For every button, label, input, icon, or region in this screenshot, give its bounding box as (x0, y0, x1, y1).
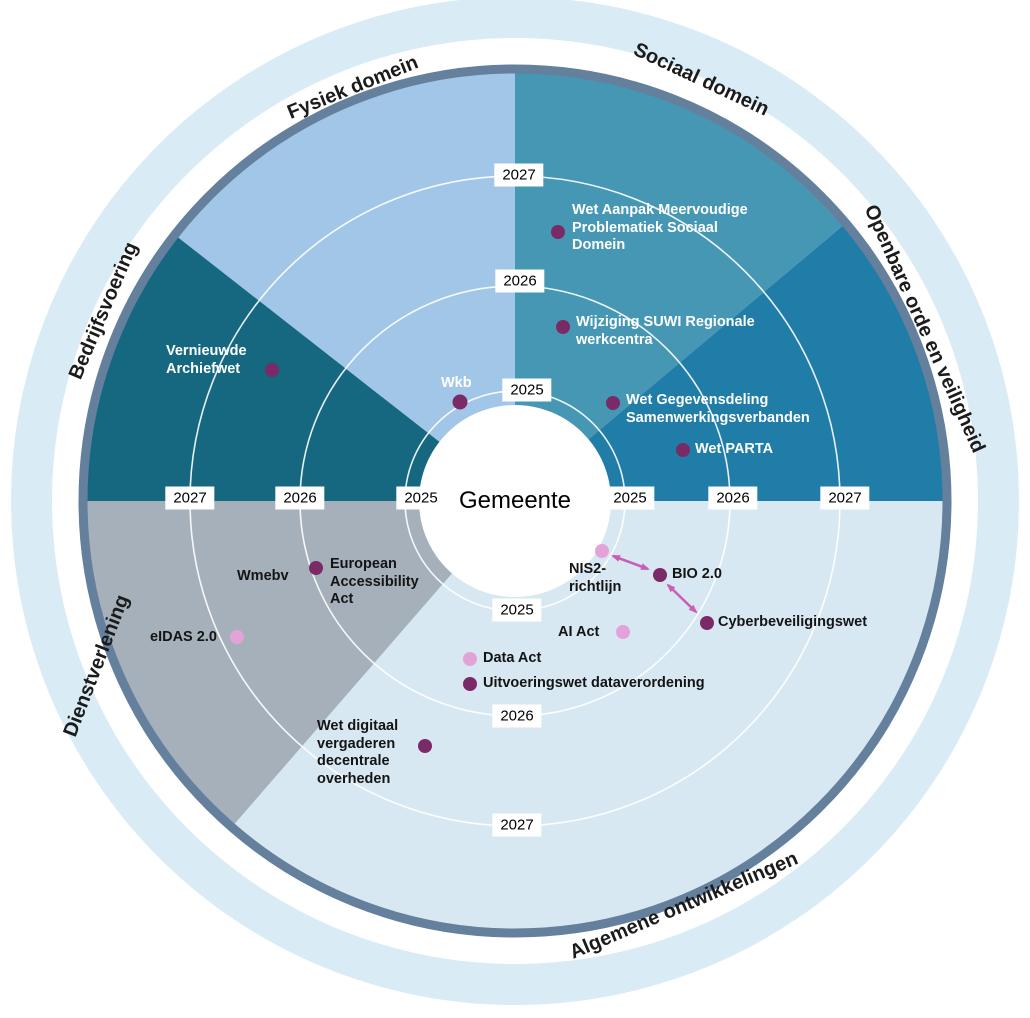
wet-parta-dot (676, 443, 690, 457)
year-label-top-2027: 2027 (494, 163, 544, 187)
ai-act-label: AI Act (558, 624, 600, 640)
arrow-bio-cyberbeveiligingswet (666, 583, 698, 614)
sector-algemene-ontwikkelingen (232, 501, 947, 933)
wet-digitaal-vergaderen-dot (418, 739, 432, 753)
sector-dienstverlening (83, 501, 515, 827)
year-label-left-2027: 2027 (165, 486, 215, 510)
wijziging-suwi-label: Wijziging SUWI Regionale werkcentra (576, 314, 755, 348)
year-label-right-2027: 2027 (820, 486, 870, 510)
year-label-bottom-2026: 2026 (492, 704, 542, 728)
nis2-richtlijn-label: NIS2- richtlijn (569, 561, 622, 595)
wkb-label: Wkb (441, 375, 472, 391)
uitvoeringswet-dataverordening-dot (463, 677, 477, 691)
sector-bedrijfsvoering (83, 235, 515, 501)
vernieuwde-archiefwet-label: Vernieuwde Archiefwet (166, 343, 247, 377)
year-label-left-2026: 2026 (275, 486, 325, 510)
vernieuwde-archiefwet-dot (265, 363, 279, 377)
year-label-bottom-2027: 2027 (492, 813, 542, 837)
ai-act-dot (616, 625, 630, 639)
wmebv-label: Wmebv (237, 568, 289, 584)
arrow-nis2-bio (611, 554, 650, 571)
bio-2-0-label: BIO 2.0 (672, 566, 722, 582)
cyberbeveiligingswet-label: Cyberbeveiligingswet (718, 614, 868, 630)
center-circle (419, 405, 611, 597)
bio-2-0-dot (653, 568, 667, 582)
disc-border-ring (78, 64, 952, 938)
sector-openbare-orde-en-veiligheid (515, 223, 948, 501)
center-title: Gemeente (458, 487, 572, 514)
year-label-top-2026: 2026 (495, 269, 545, 293)
year-label-left-2025: 2025 (396, 486, 446, 510)
year-label-bottom-2025: 2025 (492, 598, 542, 622)
year-label-right-2026: 2026 (708, 486, 758, 510)
uitvoeringswet-dataverordening-label: Uitvoeringswet dataverordening (483, 675, 705, 691)
wet-aanpak-meervoudige-problematiek-dot (551, 225, 565, 239)
wet-parta-label: Wet PARTA (695, 441, 774, 457)
wmebv-european-accessibility-act-dot (309, 561, 323, 575)
sector-sociaal-domein (515, 68, 846, 501)
wet-gegevensdeling-dot (606, 396, 620, 410)
nis2-richtlijn-dot (595, 544, 609, 558)
wkb-dot (452, 394, 468, 410)
wijziging-suwi-dot (556, 320, 570, 334)
wet-gegevensdeling-label: Wet Gegevensdeling Samenwerkingsverbande… (626, 392, 810, 426)
sector-fysiek-domein (175, 69, 515, 501)
data-act-dot (463, 652, 477, 666)
eidas-2-0-dot (230, 630, 244, 644)
year-label-right-2025: 2025 (605, 486, 655, 510)
eidas-2-0-label: eIDAS 2.0 (150, 629, 217, 645)
wet-aanpak-meervoudige-problematiek-label: Wet Aanpak Meervoudige Problematiek Soci… (572, 202, 748, 254)
cyberbeveiligingswet-dot (700, 616, 714, 630)
wet-digitaal-vergaderen-label: Wet digitaal vergaderen decentrale overh… (317, 718, 399, 788)
year-label-top-2025: 2025 (502, 378, 552, 402)
european-accessibility-act-label: European Accessibility Act (330, 556, 419, 608)
data-act-label: Data Act (483, 650, 542, 666)
